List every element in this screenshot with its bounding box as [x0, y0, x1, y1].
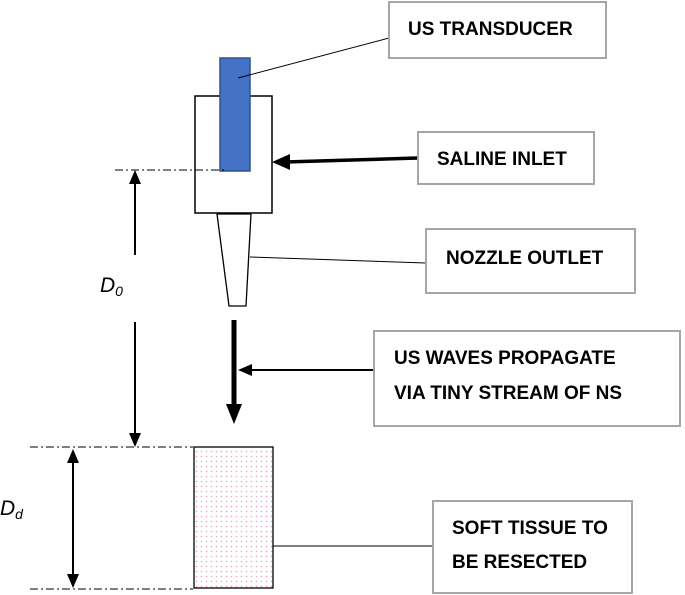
nozzle-outlet-label: NOZZLE OUTLET [446, 248, 604, 269]
waves-label-box [373, 330, 681, 427]
transducer-leader-line [237, 37, 390, 79]
tissue-label-box [432, 500, 633, 594]
waves-label-line2: VIA TINY STREAM OF NS [394, 383, 622, 404]
stream-arrowhead [226, 404, 242, 424]
us-transducer-element [219, 57, 251, 172]
transducer-label: US TRANSDUCER [408, 19, 573, 40]
dd-upper-arrowhead [67, 449, 79, 463]
dd-subscript: d [15, 506, 24, 522]
nozzle-outlet-label-box [425, 228, 636, 294]
saline-inlet-arrow-line [284, 156, 419, 164]
saline-inlet-label: SALINE INLET [437, 149, 567, 170]
nozzle-cone [216, 213, 252, 307]
saline-inlet-arrowhead [272, 154, 290, 170]
d0-lower-arrowhead [129, 433, 141, 447]
d0-subscript: 0 [115, 283, 123, 299]
transducer-label-box [388, 1, 607, 59]
d0-upper-arrowhead [129, 170, 141, 184]
waves-label-line1: US WAVES PROPAGATE [394, 348, 616, 369]
soft-tissue-block [193, 446, 274, 589]
dd-main: D [0, 497, 15, 520]
dd-lower-arrowhead [67, 574, 79, 588]
d0-label: D0 [100, 274, 123, 299]
waves-pointer-arrowhead [238, 364, 252, 376]
tissue-label-line1: SOFT TISSUE TO [452, 518, 608, 539]
tissue-label-line2: BE RESECTED [452, 552, 587, 573]
saline-inlet-label-box [417, 131, 595, 185]
nozzle-leader-line [249, 256, 427, 264]
d0-main: D [100, 274, 115, 297]
dd-label: Dd [0, 497, 24, 522]
